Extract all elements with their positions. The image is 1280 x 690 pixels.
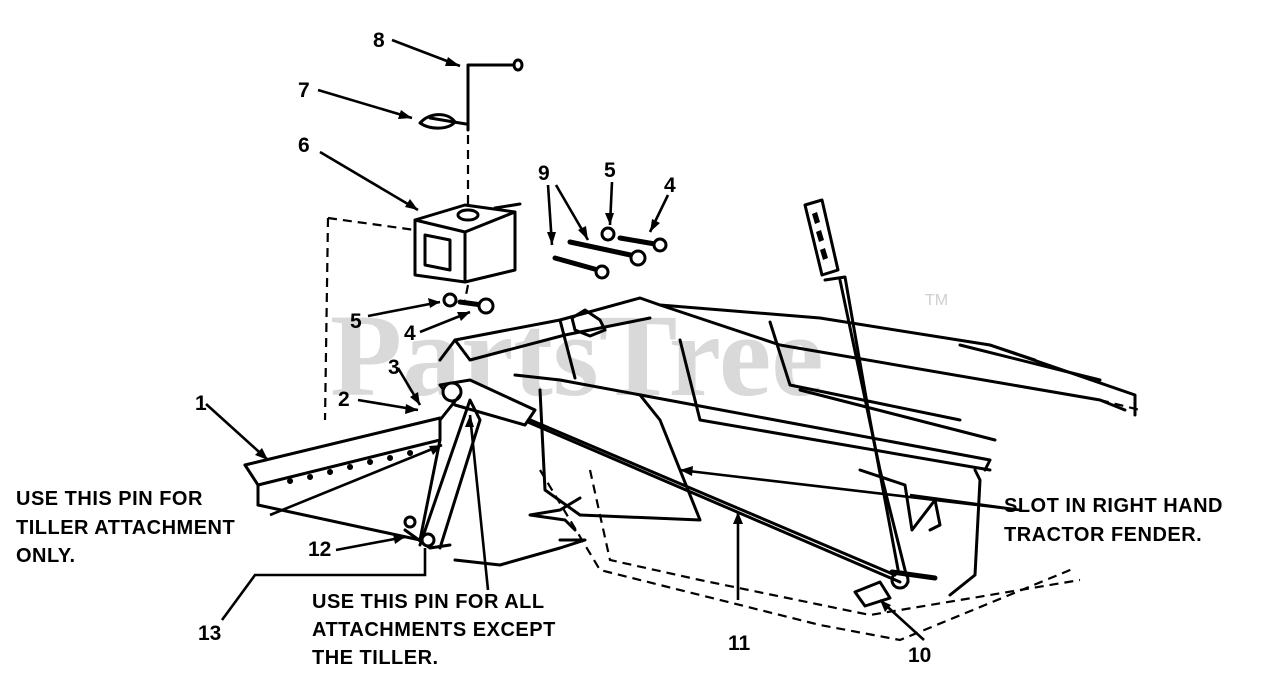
arrowheads xyxy=(255,57,891,612)
note-all-pin: USE THIS PIN FOR ALL ATTACHMENTS EXCEPT … xyxy=(312,591,556,669)
note-tiller-pin-line-2: TILLER ATTACHMENT xyxy=(16,517,235,539)
note-tiller-pin: USE THIS PIN FOR TILLER ATTACHMENT ONLY. xyxy=(16,488,235,567)
control-lever xyxy=(803,198,942,608)
callout-7: 7 xyxy=(298,79,310,102)
callout-4-upper: 4 xyxy=(664,174,676,197)
hitch-bracket xyxy=(243,393,482,550)
callout-9: 9 xyxy=(538,162,550,185)
callout-8: 8 xyxy=(373,29,385,52)
note-all-pin-line-3: THE TILLER. xyxy=(312,647,439,669)
hitch-block xyxy=(323,135,522,421)
callout-2: 2 xyxy=(338,388,350,411)
pin-and-clip xyxy=(418,58,524,132)
callout-5-upper: 5 xyxy=(604,159,616,182)
note-all-pin-line-2: ATTACHMENTS EXCEPT xyxy=(312,619,556,641)
lift-rod xyxy=(438,378,902,584)
callout-4-lower: 4 xyxy=(404,322,416,345)
note-tiller-pin-line-1: USE THIS PIN FOR xyxy=(16,488,203,510)
callout-1: 1 xyxy=(195,392,207,415)
watermark-trademark: TM xyxy=(925,292,948,309)
callout-11: 11 xyxy=(728,632,751,655)
callout-13: 13 xyxy=(198,622,221,645)
note-tiller-pin-line-3: ONLY. xyxy=(16,545,76,567)
note-all-pin-line-1: USE THIS PIN FOR ALL xyxy=(312,591,545,613)
callout-10: 10 xyxy=(908,644,931,667)
bolts xyxy=(442,226,668,315)
callout-3: 3 xyxy=(388,356,400,379)
callout-5-lower: 5 xyxy=(350,310,362,333)
callout-12: 12 xyxy=(308,538,331,561)
note-slot-line-1: SLOT IN RIGHT HAND xyxy=(1004,495,1223,517)
note-slot-line-2: TRACTOR FENDER. xyxy=(1004,524,1202,546)
note-slot: SLOT IN RIGHT HAND TRACTOR FENDER. xyxy=(1004,495,1223,546)
callout-numbers: 8 7 6 9 5 4 5 4 3 2 1 12 13 11 10 xyxy=(195,29,931,667)
callout-6: 6 xyxy=(298,134,310,157)
